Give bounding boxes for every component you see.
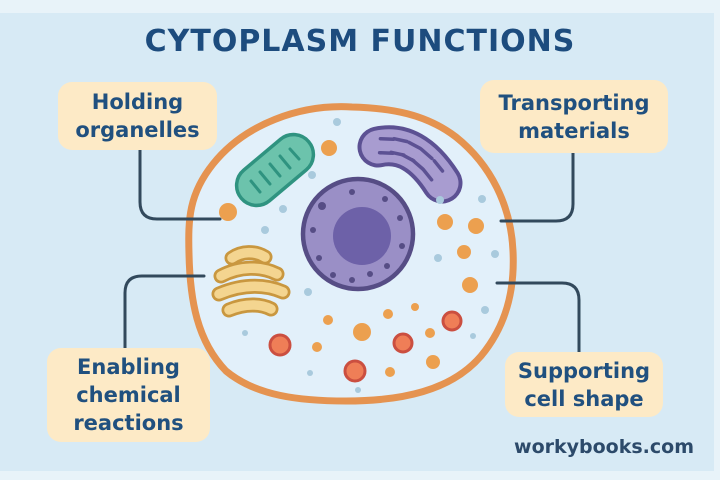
- label-holding-organelles: Holding organelles: [58, 82, 217, 150]
- label-text: materials: [518, 118, 630, 143]
- nucleolus-icon: [333, 207, 391, 265]
- mitochondrion-cristae: [249, 147, 301, 194]
- rod-organelle-purple-icon: [357, 125, 463, 204]
- connector-holding-organelles: [138, 148, 222, 221]
- label-text: Holding: [91, 90, 184, 114]
- label-text: Enabling: [77, 355, 180, 379]
- label-text: cell shape: [524, 386, 644, 411]
- golgi-apparatus-icon: [211, 245, 291, 318]
- top-edge-strip: [0, 0, 720, 13]
- connector-lines: [123, 148, 581, 354]
- label-transporting-materials: Transporting materials: [480, 80, 668, 153]
- watermark: workybooks.com: [514, 436, 694, 458]
- ribosome-blue-icon: [242, 118, 499, 393]
- label-enabling-chemical-reactions: Enabling chemical reactions: [47, 348, 210, 442]
- nucleus-icon: [300, 176, 416, 292]
- connector-enabling-chemical-reactions: [123, 274, 206, 350]
- label-text: reactions: [73, 411, 184, 435]
- bottom-edge-strip: [0, 471, 720, 480]
- connector-supporting-cell-shape: [495, 281, 581, 354]
- label-text: chemical: [76, 383, 181, 407]
- right-edge-strip: [714, 0, 720, 480]
- label-text: organelles: [75, 118, 200, 142]
- label-text: Transporting: [498, 90, 650, 115]
- label-text: Supporting: [517, 358, 651, 383]
- lysosome-red-icon: [268, 310, 463, 383]
- page-title: CYTOPLASM FUNCTIONS: [144, 24, 576, 59]
- connector-transporting-materials: [499, 151, 575, 223]
- vesicle-orange-icon: [219, 140, 484, 377]
- label-supporting-cell-shape: Supporting cell shape: [505, 352, 663, 417]
